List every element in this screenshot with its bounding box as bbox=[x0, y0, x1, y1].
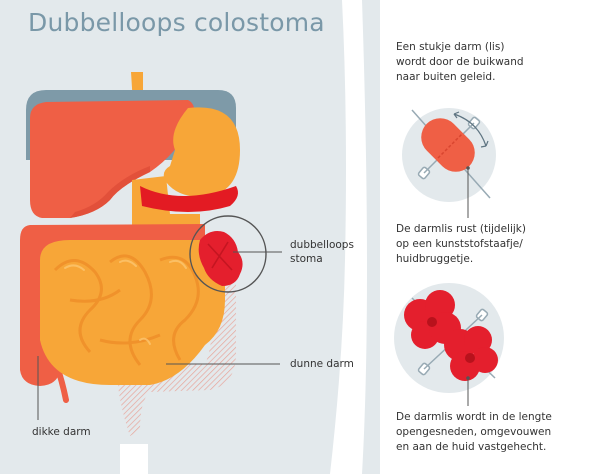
step-3-line: en aan de huid vastgehecht. bbox=[396, 441, 547, 453]
label-stoma-line1: dubbelloops bbox=[290, 239, 354, 251]
label-small-intestine: dunne darm bbox=[290, 358, 354, 370]
liver bbox=[30, 100, 195, 218]
step-3-line: De darmlis wordt in de lengte bbox=[396, 411, 552, 423]
step-2-text: De darmlis rust (tijdelijk) op een kunst… bbox=[396, 222, 596, 267]
pancreas bbox=[140, 186, 238, 212]
label-stoma: dubbelloops stoma bbox=[290, 238, 354, 266]
stomach bbox=[163, 107, 240, 197]
label-stoma-line2: stoma bbox=[290, 253, 323, 265]
step-2-line: huidbruggetje. bbox=[396, 253, 474, 265]
page-title: Dubbelloops colostoma bbox=[28, 8, 325, 37]
small-intestine bbox=[40, 240, 225, 385]
step-1-line: naar buiten geleid. bbox=[396, 71, 496, 83]
step-3-line: opengesneden, omgevouwen bbox=[396, 426, 552, 438]
step-1-text: Een stukje darm (lis) wordt door de buik… bbox=[396, 40, 596, 85]
step2-illustration bbox=[402, 108, 496, 218]
step-3-text: De darmlis wordt in de lengte opengesned… bbox=[396, 410, 596, 455]
label-large-intestine: dikke darm bbox=[32, 426, 91, 438]
step-2-line: op een kunststofstaafje/ bbox=[396, 238, 523, 250]
step-2-line: De darmlis rust (tijdelijk) bbox=[396, 223, 526, 235]
step-1-line: Een stukje darm (lis) bbox=[396, 41, 505, 53]
stoma-illustration bbox=[189, 215, 267, 293]
magnifier-circle bbox=[189, 215, 267, 293]
step3-illustration bbox=[394, 283, 504, 406]
step-1-line: wordt door de buikwand bbox=[396, 56, 524, 68]
